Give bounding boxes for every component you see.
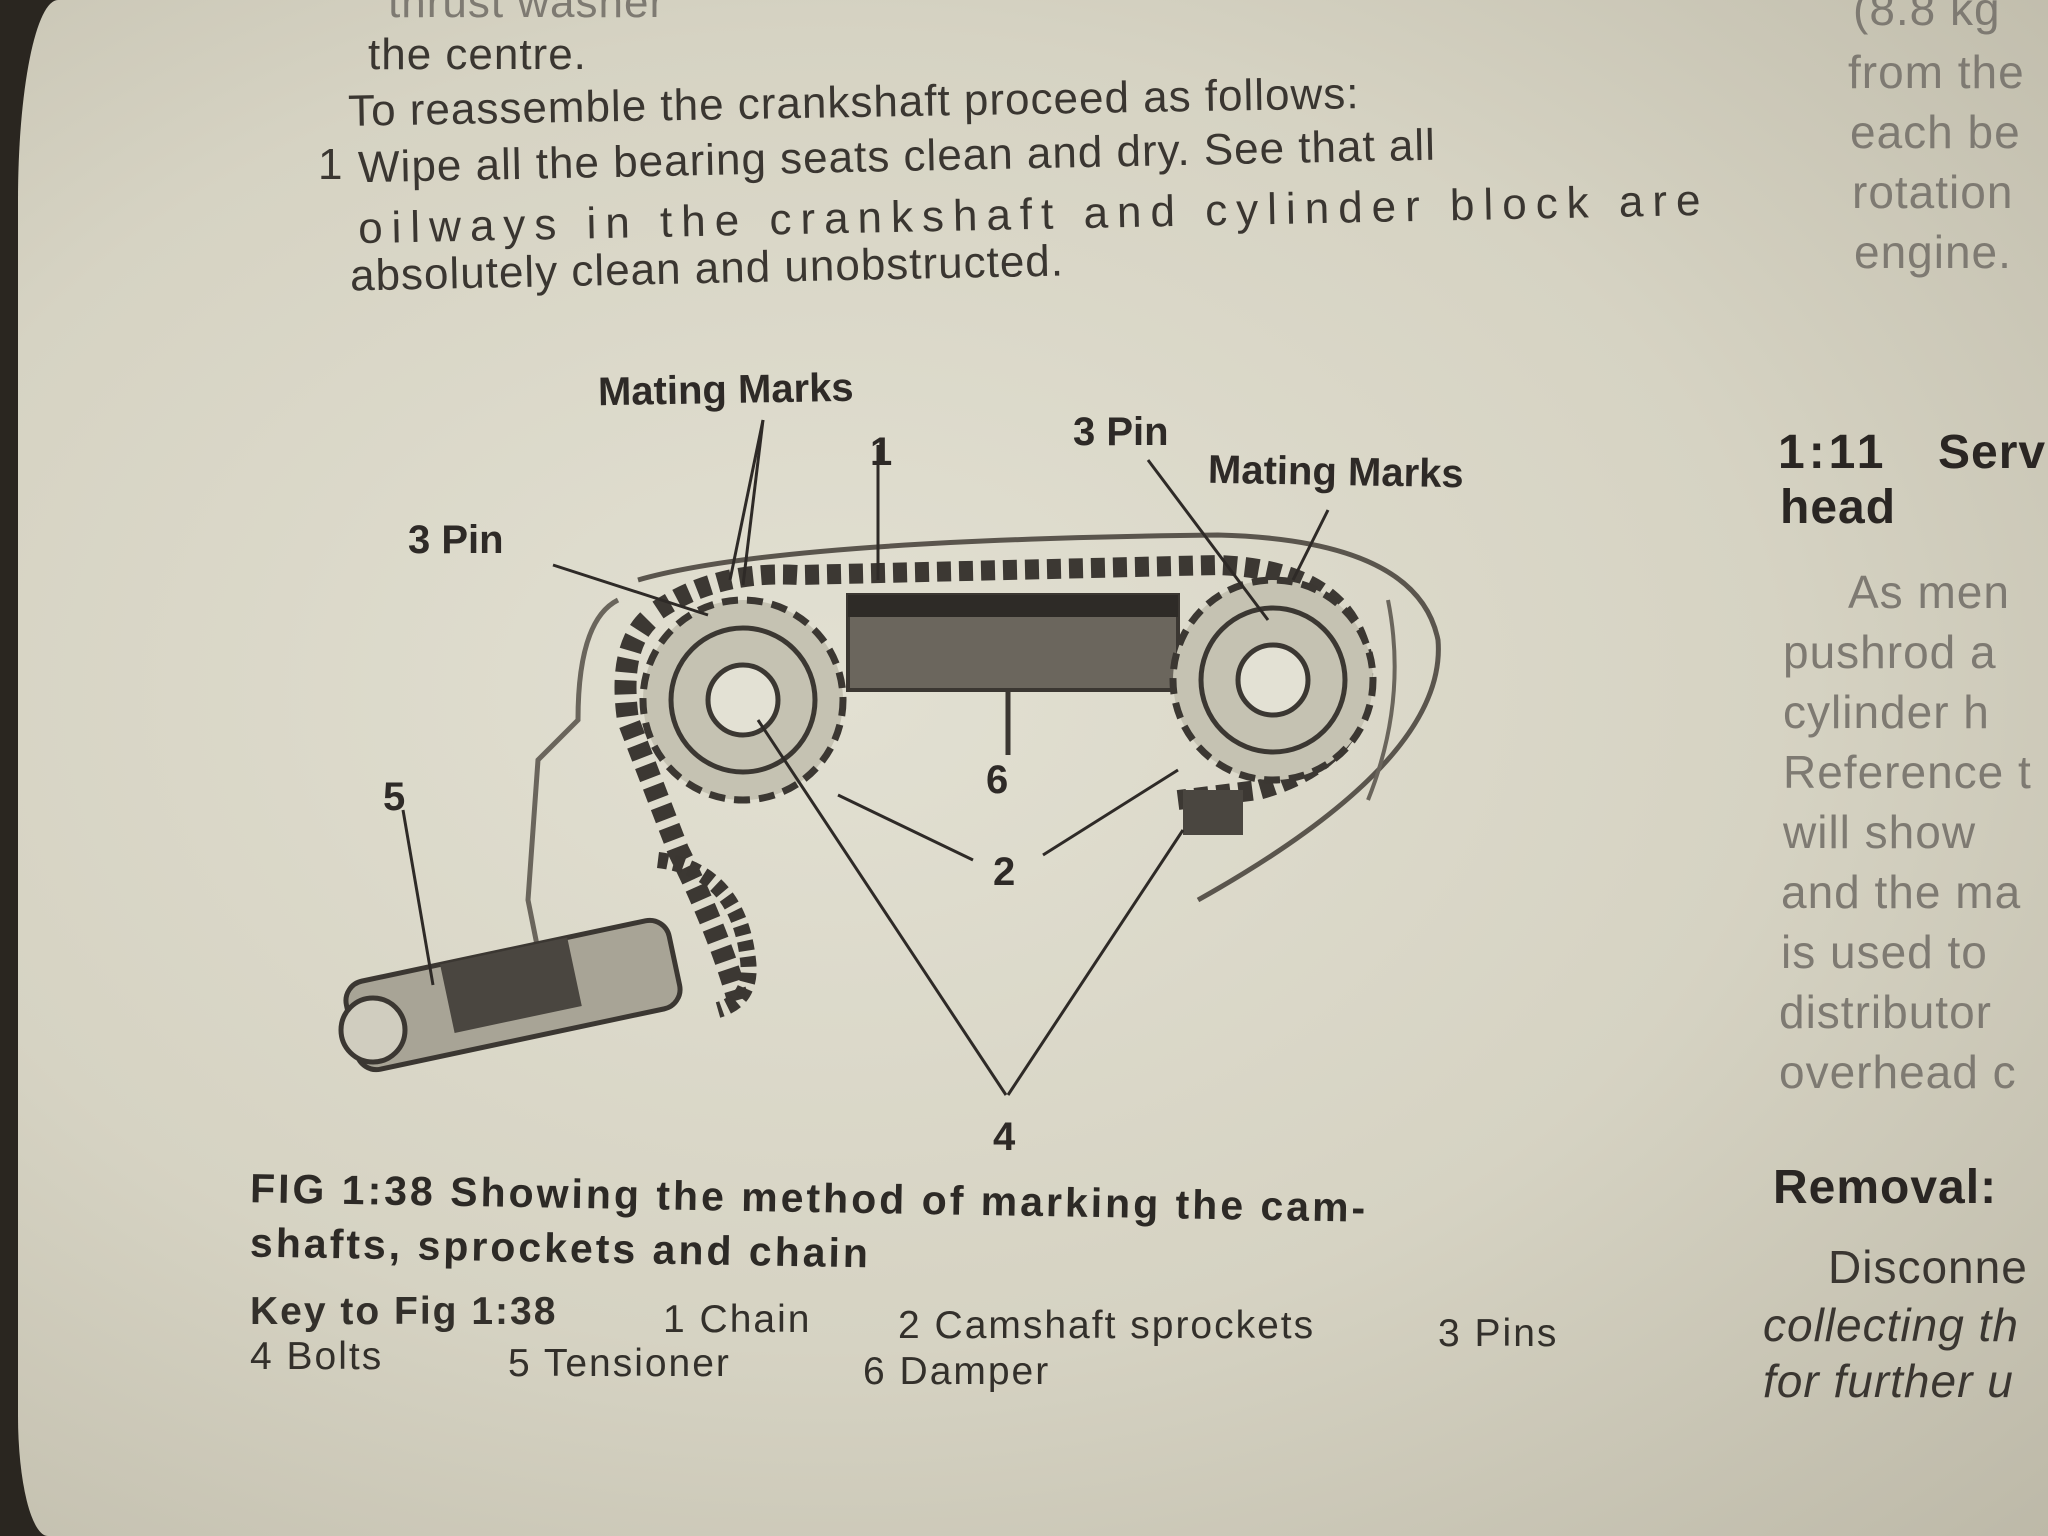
timing-chain-diagram (338, 419, 1441, 1096)
removal-heading: Removal: (1773, 1161, 1998, 1214)
body-line-5: will show (1783, 806, 1977, 858)
label-3-pin-left: 3 Pin (408, 518, 504, 562)
text-line-centre: the centre. (368, 30, 587, 79)
removal-line-1: Disconne (1828, 1241, 2028, 1293)
key-item-6: 6 Damper (863, 1350, 1051, 1393)
label-6-damper: 6 (986, 758, 1009, 802)
label-2-sprockets: 2 (993, 850, 1016, 894)
removal-line-3: for further u (1763, 1355, 2014, 1407)
key-title: Key to Fig 1:38 (250, 1290, 558, 1333)
body-line-8: distributor (1779, 986, 1992, 1038)
label-4-bolts: 4 (993, 1115, 1016, 1159)
body-line-2: pushrod a (1783, 626, 1997, 678)
section-title-line-2: head (1780, 481, 1897, 534)
right-line-4: engine. (1854, 226, 2012, 278)
body-line-3: cylinder h (1783, 686, 1990, 738)
partial-top-line: thrust washer (388, 0, 666, 27)
body-line-6: and the ma (1781, 866, 2022, 918)
manual-page: thrust washer the centre. To reassemble … (18, 0, 2048, 1536)
key-item-2: 2 Camshaft sprockets (898, 1304, 1316, 1347)
label-1-chain: 1 (870, 430, 893, 474)
section-title: Serv (1938, 426, 2047, 479)
label-mating-marks-left: Mating Marks (597, 365, 854, 415)
label-5-tensioner: 5 (383, 775, 406, 819)
key-item-5: 5 Tensioner (508, 1342, 731, 1385)
removal-line-2: collecting th (1763, 1299, 2019, 1351)
body-line-1: As men (1848, 566, 2010, 618)
right-line-2: each be (1850, 106, 2021, 158)
body-line-7: is used to (1781, 926, 1988, 978)
label-mating-marks-right: Mating Marks (1207, 447, 1464, 497)
section-number: 1:11 (1778, 426, 1888, 479)
key-item-1: 1 Chain (663, 1298, 812, 1341)
label-3-pin-right: 3 Pin (1073, 410, 1169, 454)
right-line-1: from the (1848, 46, 2025, 98)
body-line-4: Reference t (1783, 746, 2032, 798)
key-item-4: 4 Bolts (250, 1335, 384, 1378)
step-number: 1 (318, 140, 344, 189)
body-line-9: overhead c (1779, 1046, 2017, 1098)
right-line-3: rotation (1852, 166, 2014, 218)
key-item-3: 3 Pins (1438, 1312, 1559, 1355)
right-partial-top: (8.8 kg (1853, 0, 2001, 35)
